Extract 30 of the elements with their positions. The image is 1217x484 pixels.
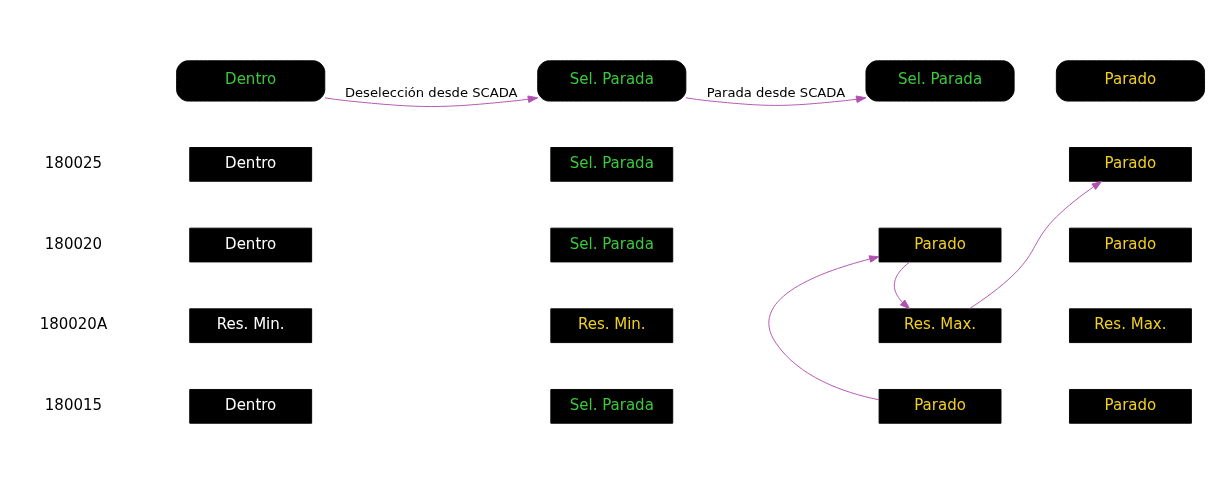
node-box: Dentro (189, 147, 313, 182)
node-box: Sel. Parada (550, 147, 674, 182)
label: 180020A (39, 315, 108, 334)
node-box: Res. Min. (189, 308, 313, 344)
node-box: Parado (1069, 389, 1192, 424)
edge-label: Deselección desde SCADA (344, 85, 518, 101)
node-box: Sel. Parada (537, 60, 687, 102)
node-box: Sel. Parada (865, 60, 1015, 102)
node-box: Parado (878, 227, 1002, 263)
node-box: Sel. Parada (550, 389, 674, 424)
node-box: Dentro (189, 389, 313, 424)
node-box: Parado (1055, 60, 1205, 102)
node-box: Sel. Parada (550, 227, 674, 263)
node-box: Res. Min. (550, 308, 674, 344)
arrow (768, 255, 880, 401)
arrow (685, 95, 867, 106)
label: 180015 (44, 395, 103, 414)
label: 180020 (44, 234, 103, 253)
node-box: Parado (1069, 227, 1192, 263)
node-box: Dentro (176, 60, 326, 102)
edge-label: Parada desde SCADA (706, 85, 846, 101)
node-box: Parado (1069, 147, 1192, 182)
arrow (324, 95, 539, 107)
node-box: Dentro (189, 227, 313, 263)
arrow (893, 261, 911, 310)
node-box: Res. Max. (1069, 308, 1192, 344)
node-box: Res. Max. (878, 308, 1002, 344)
arrow (968, 181, 1102, 310)
label: 180025 (44, 153, 103, 172)
node-box: Parado (878, 389, 1002, 424)
